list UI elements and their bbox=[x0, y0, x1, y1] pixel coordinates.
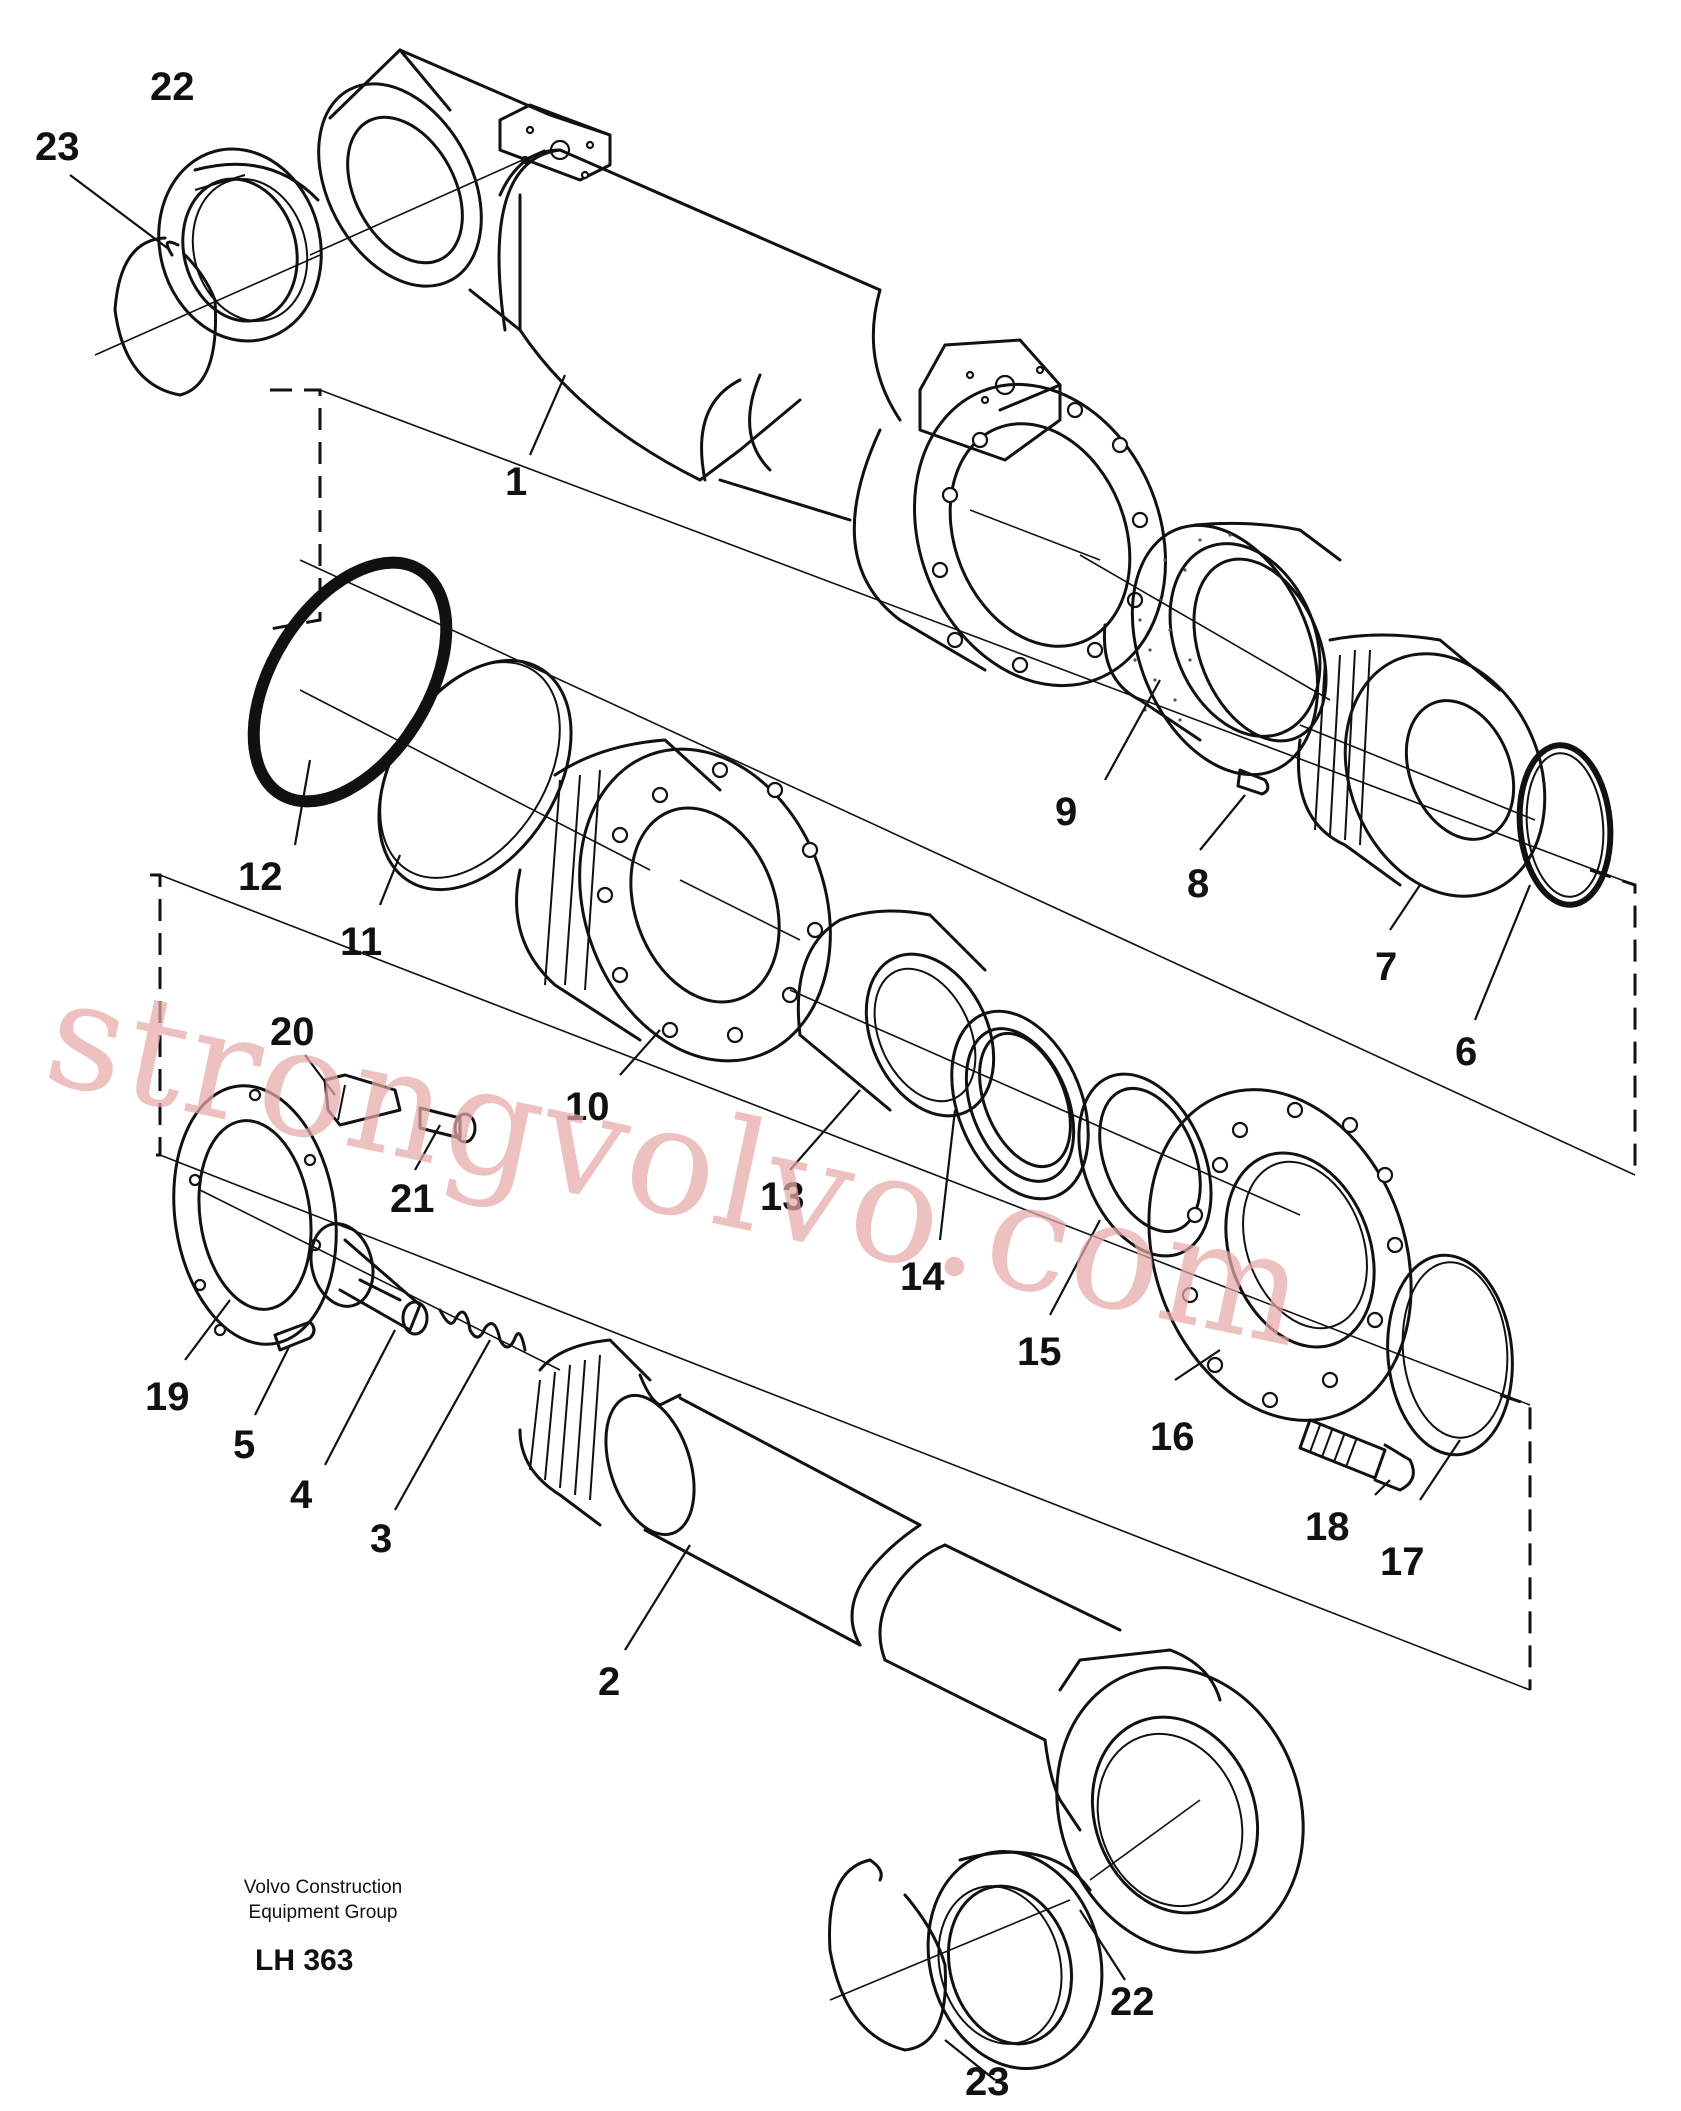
bushing bbox=[1079, 521, 1342, 777]
callout-21: 21 bbox=[390, 1177, 435, 1221]
wiper-ring bbox=[789, 989, 1301, 1258]
piston bbox=[1296, 633, 1547, 898]
small-pin bbox=[273, 1320, 316, 1352]
rod-seal bbox=[950, 1009, 1090, 1201]
callout-16: 16 bbox=[1150, 1415, 1195, 1459]
bushing-texture bbox=[1133, 533, 1232, 722]
callout-11: 11 bbox=[340, 920, 382, 964]
leader-lines bbox=[69, 173, 1532, 2081]
bearing-lower bbox=[926, 1849, 1104, 2071]
credit-line-2: Equipment Group bbox=[249, 1902, 398, 1923]
callout-9: 9 bbox=[1055, 790, 1077, 834]
lock-plate bbox=[172, 1084, 338, 1346]
callout-5: 5 bbox=[233, 1423, 255, 1467]
callout-19: 19 bbox=[145, 1375, 190, 1419]
spring bbox=[199, 1189, 561, 1371]
drawing-code: LH 363 bbox=[255, 1944, 353, 1977]
retaining-ring bbox=[1516, 742, 1614, 908]
callout-6: 6 bbox=[1455, 1030, 1477, 1074]
callout-3: 3 bbox=[370, 1517, 392, 1561]
callout-17: 17 bbox=[1380, 1540, 1425, 1584]
throttle-valve bbox=[309, 1222, 429, 1336]
callout-23-upper: 23 bbox=[35, 125, 80, 169]
watermark-text: strongvolvo.com bbox=[33, 945, 1323, 1382]
backup-ring bbox=[299, 658, 651, 892]
callout-12: 12 bbox=[238, 855, 283, 899]
bracket bbox=[323, 1073, 402, 1127]
callout-22-lower: 22 bbox=[1110, 1980, 1155, 2024]
pin bbox=[1236, 768, 1270, 796]
callout-15: 15 bbox=[1017, 1330, 1062, 1374]
callout-4: 4 bbox=[290, 1473, 313, 1517]
callout-23-lower: 23 bbox=[965, 2060, 1010, 2104]
callout-13: 13 bbox=[760, 1175, 805, 1219]
callout-10: 10 bbox=[565, 1085, 610, 1129]
circlip-lower bbox=[828, 1858, 1071, 2052]
bearing-upper bbox=[157, 147, 323, 343]
o-ring bbox=[247, 556, 453, 808]
cylinder-tube bbox=[309, 48, 1168, 688]
callout-20: 20 bbox=[270, 1010, 315, 1054]
bolt bbox=[1298, 1418, 1415, 1492]
screw bbox=[418, 1106, 477, 1144]
watermark: strongvolvo.com bbox=[33, 945, 1323, 1382]
credit-line-1: Volvo Construction bbox=[244, 1877, 402, 1898]
callout-22-upper: 22 bbox=[150, 65, 195, 109]
cylinder-head bbox=[515, 738, 832, 1063]
callout-2: 2 bbox=[598, 1660, 620, 1704]
flange bbox=[1147, 1088, 1413, 1422]
flange-ring bbox=[1386, 1253, 1514, 1457]
circlip-upper bbox=[94, 236, 321, 397]
piston-rod bbox=[518, 1338, 1305, 1954]
credit-block: Volvo Construction Equipment Group LH 36… bbox=[244, 1877, 402, 1977]
part-callouts: 1 2 3 4 5 6 7 8 9 10 11 12 13 14 15 16 1… bbox=[35, 65, 1477, 2104]
callout-18: 18 bbox=[1305, 1505, 1350, 1549]
callout-7: 7 bbox=[1375, 945, 1397, 989]
callout-1: 1 bbox=[505, 460, 527, 504]
callout-8: 8 bbox=[1187, 862, 1209, 906]
callout-14: 14 bbox=[900, 1255, 945, 1299]
rod-bushing bbox=[796, 909, 996, 1118]
